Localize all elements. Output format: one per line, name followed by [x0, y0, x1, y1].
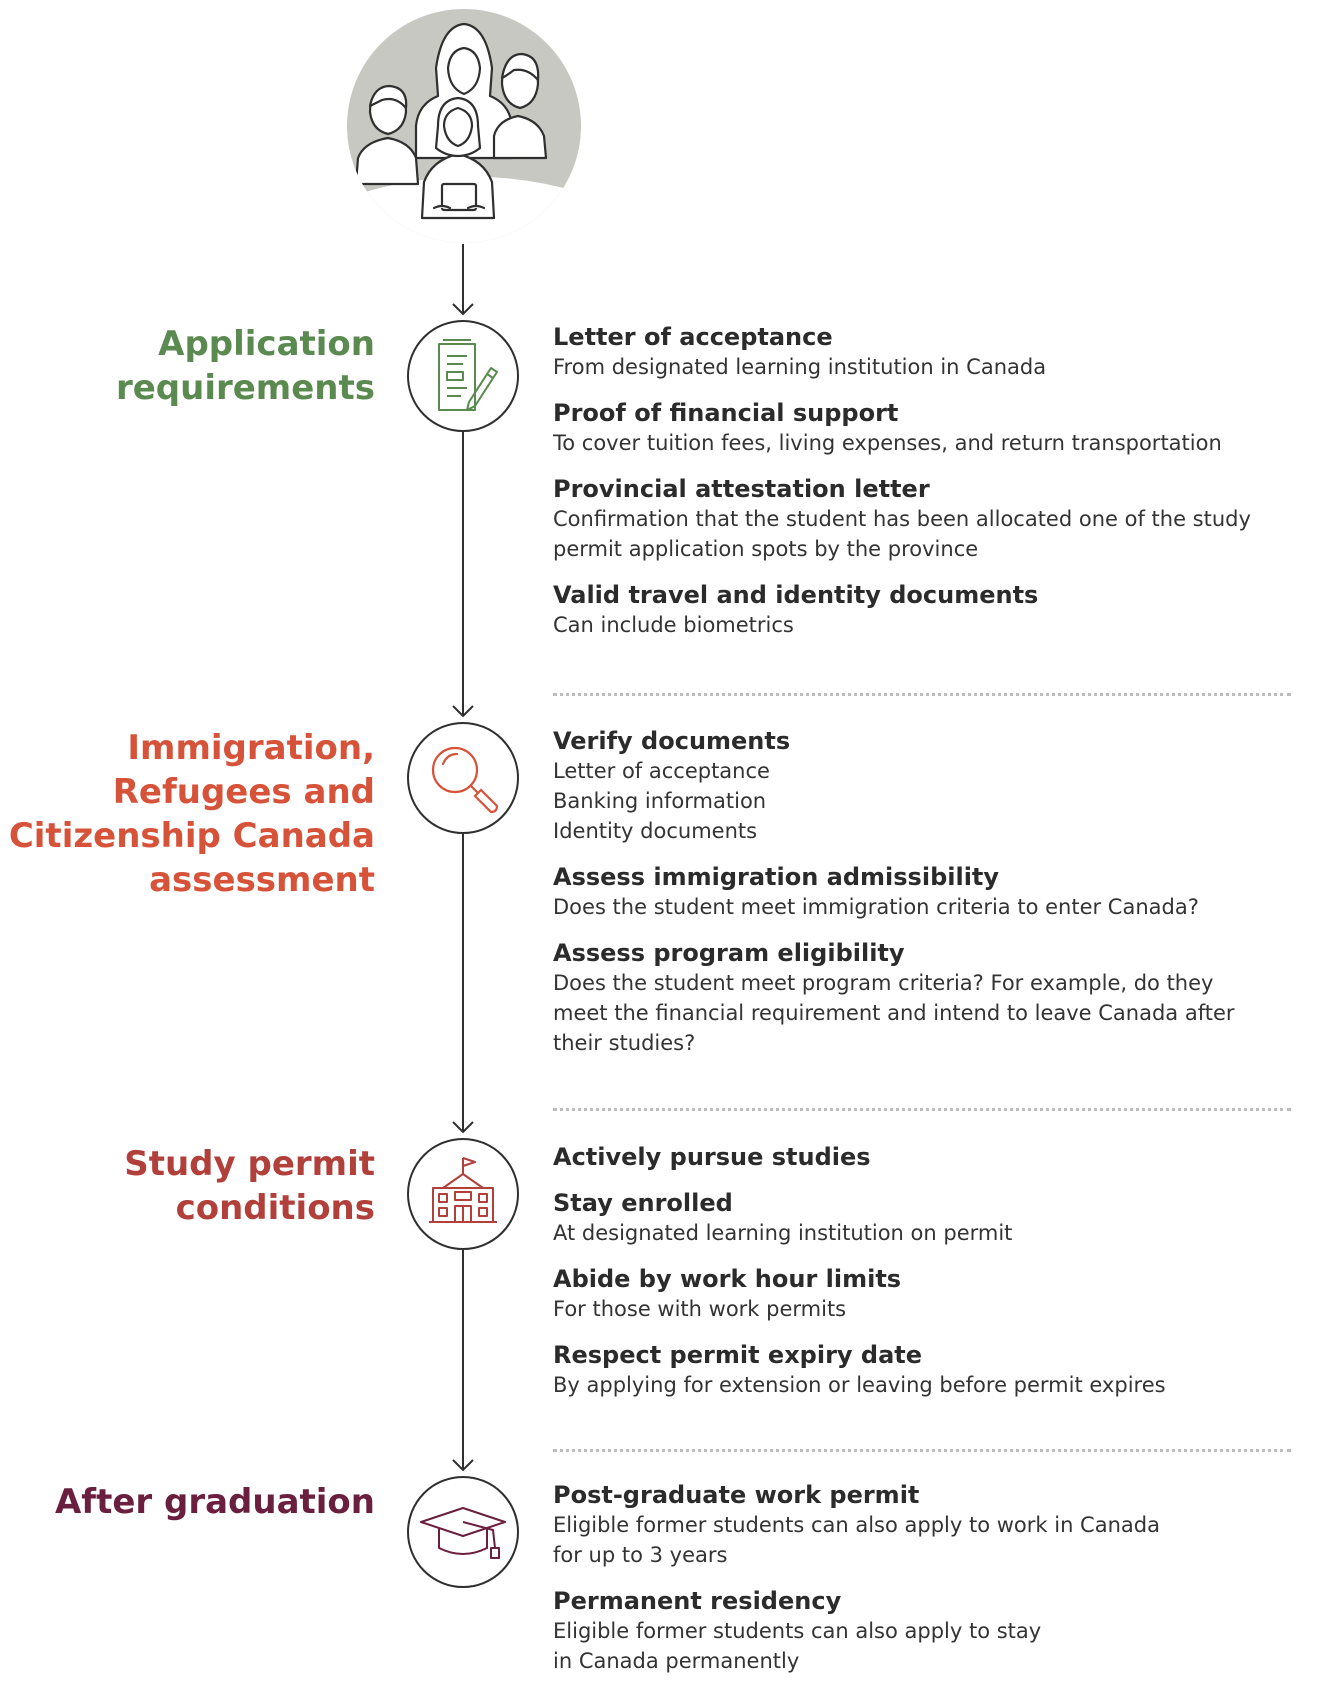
school-building-icon	[429, 1157, 497, 1223]
item-title: Proof of financial support	[553, 399, 899, 427]
magnifying-glass-icon	[431, 746, 499, 814]
stage-label-conditions: Study permit conditions	[0, 1142, 375, 1230]
item-title: Actively pursue studies	[553, 1143, 871, 1171]
item-title: Stay enrolled	[553, 1189, 733, 1217]
stage-label-after: After graduation	[0, 1480, 375, 1524]
assessment-list: Verify documents Letter of acceptance Ba…	[553, 726, 1293, 1074]
list-item: Provincial attestation letter Confirmati…	[553, 474, 1293, 564]
list-item: Assess immigration admissibility Does th…	[553, 862, 1293, 922]
item-title: Assess program eligibility	[553, 939, 905, 967]
graduation-cap-icon	[420, 1507, 506, 1559]
stage-label-line: After graduation	[54, 1482, 375, 1522]
arrowhead	[452, 705, 474, 718]
stage-icon-conditions	[407, 1138, 519, 1250]
stage-label-line: conditions	[175, 1188, 375, 1228]
item-description: For those with work permits	[553, 1297, 847, 1321]
document-pen-icon	[438, 339, 498, 411]
item-description: At designated learning institution on pe…	[553, 1221, 1013, 1245]
list-item: Proof of financial support To cover tuit…	[553, 398, 1293, 458]
section-divider	[553, 1108, 1291, 1111]
item-description: By applying for extension or leaving bef…	[553, 1373, 1166, 1397]
list-item: Abide by work hour limits For those with…	[553, 1264, 1293, 1324]
conditions-list: Actively pursue studies Stay enrolled At…	[553, 1142, 1293, 1416]
item-title: Permanent residency	[553, 1587, 842, 1615]
list-item: Assess program eligibility Does the stud…	[553, 938, 1293, 1058]
item-description: Does the student meet immigration criter…	[553, 895, 1199, 919]
item-description: Eligible former students can also apply …	[553, 1619, 1042, 1673]
item-title: Letter of acceptance	[553, 323, 833, 351]
after-graduation-list: Post-graduate work permit Eligible forme…	[553, 1480, 1293, 1692]
list-item: Permanent residency Eligible former stud…	[553, 1586, 1293, 1676]
arrowhead	[452, 1121, 474, 1134]
requirements-list: Letter of acceptance From designated lea…	[553, 322, 1293, 656]
list-item: Respect permit expiry date By applying f…	[553, 1340, 1293, 1400]
stage-label-line: Citizenship Canada	[8, 816, 375, 856]
item-description: Confirmation that the student has been a…	[553, 507, 1251, 561]
list-item: Actively pursue studies	[553, 1142, 1293, 1172]
stage-label-line: requirements	[115, 368, 375, 408]
stage-label-line: Immigration,	[127, 728, 375, 768]
section-divider	[553, 1449, 1291, 1452]
item-title: Verify documents	[553, 727, 791, 755]
list-item: Stay enrolled At designated learning ins…	[553, 1188, 1293, 1248]
item-description: Does the student meet program criteria? …	[553, 971, 1235, 1055]
students-group-icon	[347, 9, 581, 243]
list-item: Post-graduate work permit Eligible forme…	[553, 1480, 1293, 1570]
list-item: Letter of acceptance From designated lea…	[553, 322, 1293, 382]
stage-label-line: assessment	[149, 860, 375, 900]
section-divider	[553, 693, 1291, 696]
arrowhead	[452, 303, 474, 316]
item-title: Post-graduate work permit	[553, 1481, 920, 1509]
item-description: Eligible former students can also apply …	[553, 1513, 1160, 1567]
stage-icon-application	[407, 320, 519, 432]
list-item: Valid travel and identity documents Can …	[553, 580, 1293, 640]
item-title: Respect permit expiry date	[553, 1341, 923, 1369]
item-description: Can include biometrics	[553, 613, 794, 637]
list-item: Verify documents Letter of acceptance Ba…	[553, 726, 1293, 846]
item-title: Assess immigration admissibility	[553, 863, 1000, 891]
item-title: Valid travel and identity documents	[553, 581, 1039, 609]
stage-label-line: Study permit	[124, 1144, 375, 1184]
item-title: Abide by work hour limits	[553, 1265, 902, 1293]
item-description: Letter of acceptance Banking information…	[553, 759, 770, 843]
stage-icon-after	[407, 1476, 519, 1588]
stage-label-line: Application	[158, 324, 375, 364]
item-title: Provincial attestation letter	[553, 475, 930, 503]
stage-icon-assessment	[407, 722, 519, 834]
item-description: To cover tuition fees, living expenses, …	[553, 431, 1222, 455]
stage-label-line: Refugees and	[112, 772, 375, 812]
stage-label-assessment: Immigration, Refugees and Citizenship Ca…	[0, 726, 375, 902]
arrowhead	[452, 1459, 474, 1472]
stage-label-application: Application requirements	[0, 322, 375, 410]
item-description: From designated learning institution in …	[553, 355, 1047, 379]
